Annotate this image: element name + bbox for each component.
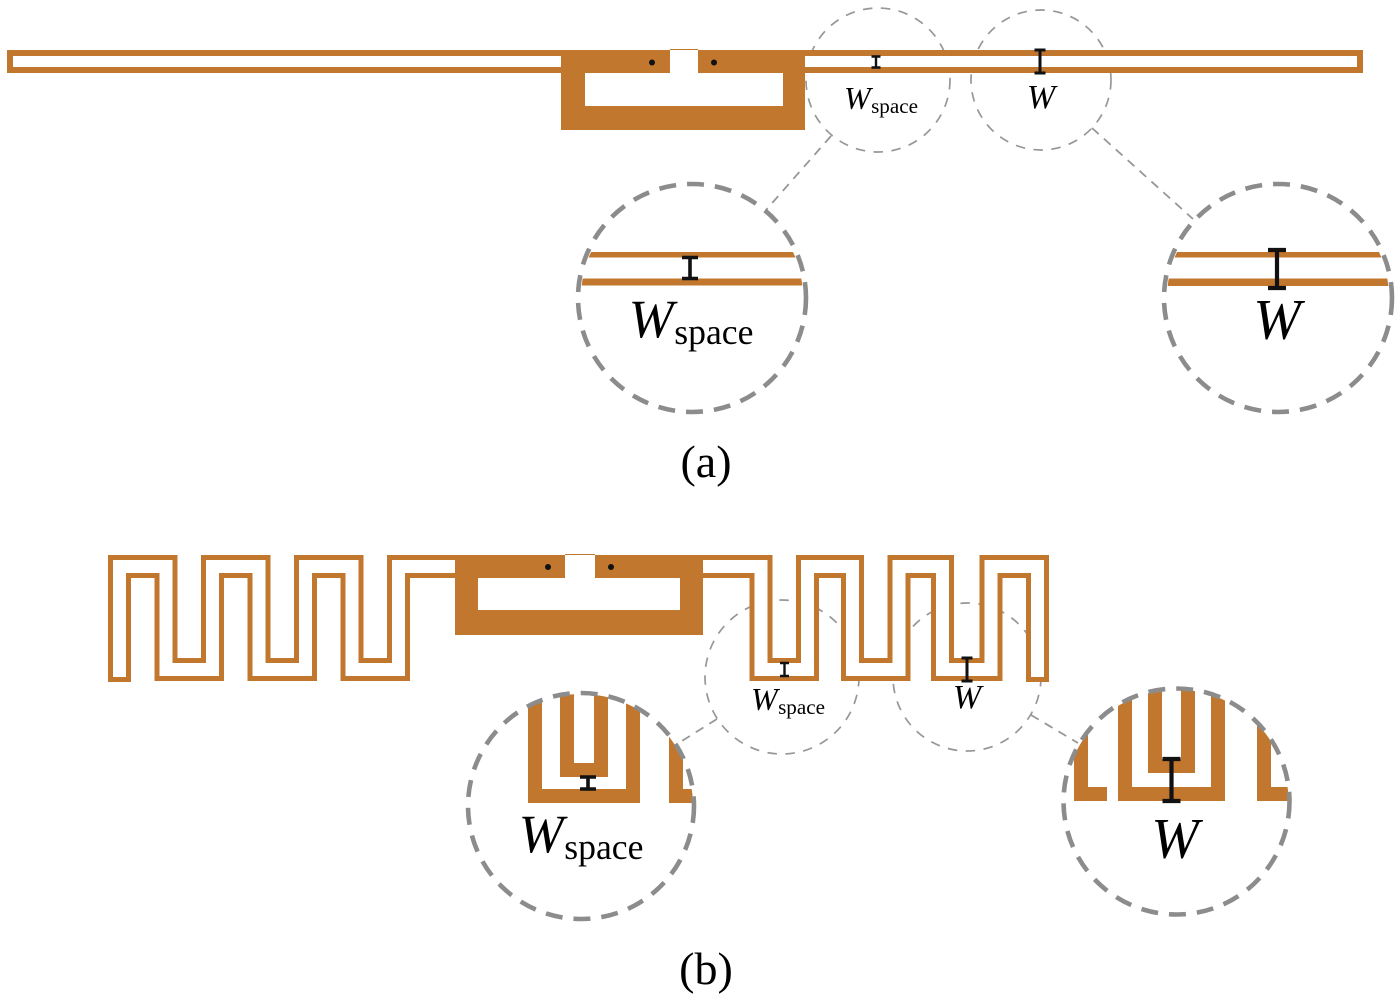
caption-panel-a: (a) [680, 436, 732, 487]
label-main: W [518, 804, 564, 864]
zoomed-trace-top-line [581, 252, 803, 258]
zoom-callout-circle-b-wspace [465, 690, 697, 922]
dimension-marker-b-wspace-large [580, 775, 596, 791]
meander-left-arm-hollow [113, 560, 455, 677]
label-b-w-large: W [1151, 811, 1198, 868]
zoom-callout-circle-a-wspace [575, 181, 809, 415]
feed-port-dot-left-b [545, 564, 551, 570]
feed-port-dot-right-b [608, 564, 614, 570]
zoom-source-circle-a-wspace [805, 7, 951, 153]
panel-b-antenna [108, 554, 1049, 682]
panel-a-antenna [7, 49, 1363, 130]
zoom-callout-circle-b-w [1061, 686, 1292, 917]
label-main: W [1026, 79, 1056, 116]
feed-port-dot-left [649, 59, 655, 66]
zoomed-meander-neighbor-right [669, 694, 693, 803]
label-main: W [628, 289, 674, 349]
dimension-marker-b-wspace-small [780, 661, 789, 678]
label-subscript: space [564, 827, 644, 868]
label-main: W [844, 80, 871, 116]
dipole-right-arm-hollow [805, 56, 1357, 67]
label-main: W [751, 681, 778, 717]
zoom-callout-circle-a-w [1161, 181, 1395, 415]
label-subscript: space [871, 94, 918, 119]
zoomed-trace-bottom-line [581, 278, 803, 286]
dipole-left-arm-hollow [13, 56, 561, 67]
label-b-w-small: W [953, 681, 981, 715]
dimension-marker-a-w-large [1268, 247, 1286, 291]
label-a-w-large: W [1253, 292, 1300, 349]
zoom-view-b-wspace [528, 694, 693, 803]
label-b-wspace-large: Wspace [518, 804, 644, 865]
label-main: W [952, 679, 982, 716]
caption-panel-b: (b) [679, 943, 733, 994]
meander-right-arm-hollow [703, 560, 1044, 677]
label-subscript: space [778, 695, 825, 720]
label-main: W [1253, 288, 1301, 352]
callout-connector-b-w [1030, 714, 1079, 744]
label-a-w-small: W [1027, 81, 1055, 115]
dimension-marker-a-wspace-small [871, 55, 881, 69]
dimension-marker-b-w-small [961, 656, 973, 683]
dimension-marker-a-w-small [1034, 48, 1046, 75]
dimension-marker-b-w-large [1162, 756, 1181, 804]
zoom-view-a-wspace [581, 252, 803, 286]
label-a-wspace-large: Wspace [628, 289, 754, 350]
dipole-feed-block [561, 49, 805, 130]
callout-connector-b-wspace [676, 718, 718, 745]
meander-feed-block [455, 554, 703, 635]
zoomed-meander-neighbor-left [1074, 698, 1107, 801]
label-a-wspace-small: Wspace [844, 80, 918, 117]
zoom-source-circle-a-w [970, 9, 1112, 151]
dimension-marker-a-wspace-large [682, 255, 698, 281]
zoom-view-b-w [1074, 689, 1289, 801]
label-subscript: space [674, 312, 754, 353]
zoomed-meander-inner-u [560, 694, 608, 777]
zoomed-meander-inner-u [1148, 689, 1195, 773]
label-b-wspace-small: Wspace [751, 681, 825, 718]
label-main: W [1151, 807, 1199, 871]
callout-connector-a-w [1091, 127, 1194, 220]
zoomed-meander-outer-u [528, 694, 640, 803]
callout-connector-a-wspace [765, 135, 832, 211]
feed-port-dot-right [711, 59, 717, 66]
